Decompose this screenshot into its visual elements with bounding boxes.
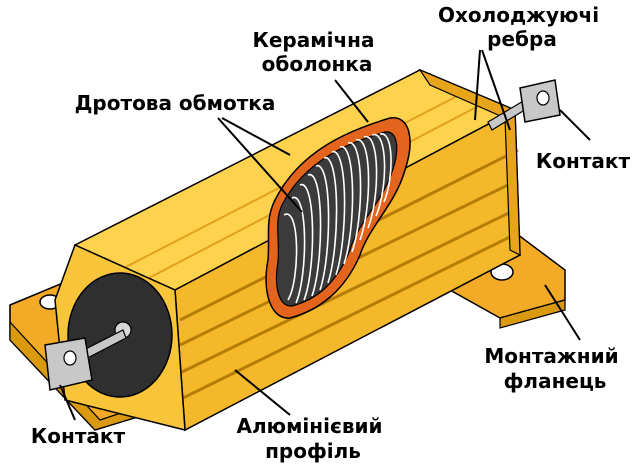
label-wire-winding: Дротова обмотка [75,91,276,115]
wire-winding [283,133,392,304]
terminal-left [44,329,127,391]
label-aluminum-profile: Алюмінієвий профіль [237,414,390,463]
label-cooling-fins: Охолоджуючі ребра [438,3,606,51]
label-contact-right: Контакт [536,149,631,173]
leader-lines [59,49,591,421]
label-mounting-flange: Монтажний фланець [484,344,625,393]
cutaway [265,117,411,319]
label-ceramic-shell: Керамічна оболонка [253,28,382,76]
label-contact-left: Контакт [31,424,126,448]
terminal-right [487,79,561,131]
